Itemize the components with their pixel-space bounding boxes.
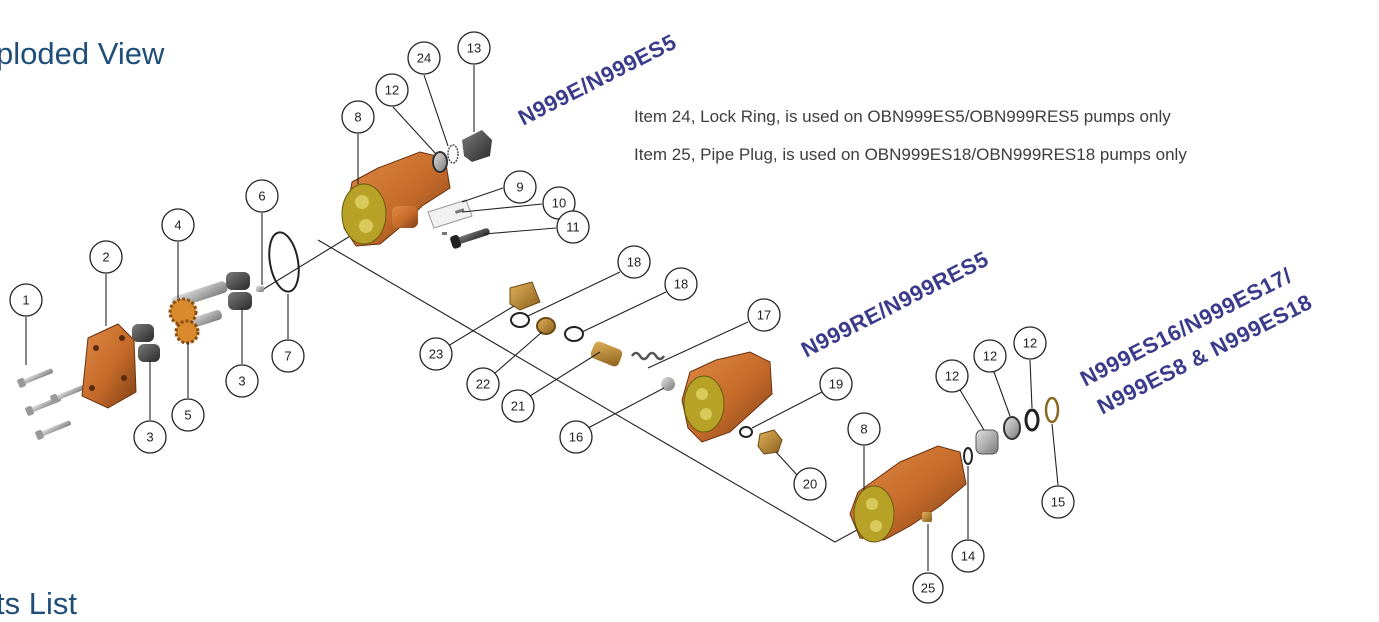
callout-25: 25 [912, 524, 944, 604]
callout-18-lower: 18 [581, 267, 698, 333]
part-housing-bottom [849, 445, 967, 543]
callout-label: 16 [569, 430, 583, 445]
callout-label: 21 [511, 399, 525, 414]
callout-label: 18 [674, 277, 688, 292]
callout-label: 17 [757, 308, 771, 323]
exploded-view-diagram: 1 2 3 3 4 5 6 7 8 9 10 1 [9, 31, 1075, 604]
callout-8-bottom: 8 [847, 412, 881, 490]
callout-label: 12 [945, 369, 959, 384]
part-seal-top [432, 130, 492, 173]
part-relief-valve [509, 281, 675, 391]
callout-label: 8 [354, 110, 361, 125]
callout-label: 22 [476, 377, 490, 392]
callout-24: 24 [407, 41, 449, 147]
callout-label: 15 [1051, 495, 1065, 510]
callout-label: 9 [516, 180, 523, 195]
callout-9: 9 [461, 170, 537, 204]
part-pin [256, 286, 264, 292]
callout-18-upper: 18 [527, 245, 651, 317]
note-lock-ring: Item 24, Lock Ring, is used on OBN999ES5… [634, 107, 1171, 126]
callout-15: 15 [1041, 423, 1075, 519]
part-end-cover [81, 323, 137, 409]
callout-1: 1 [9, 283, 43, 365]
callout-label: 6 [258, 189, 265, 204]
callout-12-right-c: 12 [1013, 326, 1047, 409]
callout-23: 23 [419, 305, 515, 371]
callout-label: 19 [829, 377, 843, 392]
note-pipe-plug: Item 25, Pipe Plug, is used on OBN999ES1… [634, 145, 1187, 164]
callout-8-top: 8 [341, 100, 375, 184]
part-seal-stack-right [963, 396, 1060, 465]
callout-13: 13 [457, 31, 491, 132]
callout-label: 8 [860, 422, 867, 437]
callout-label: 12 [385, 83, 399, 98]
part-housing-middle [681, 351, 783, 455]
callout-17: 17 [647, 298, 781, 369]
part-name-plate [427, 199, 490, 249]
callout-6: 6 [245, 179, 279, 285]
callout-7: 7 [271, 294, 305, 373]
callout-3-right: 3 [225, 308, 259, 398]
callout-2: 2 [89, 240, 123, 326]
callout-label: 10 [552, 196, 566, 211]
callout-label: 12 [1023, 336, 1037, 351]
callout-11: 11 [483, 210, 590, 244]
callout-label: 2 [102, 250, 109, 265]
callout-14: 14 [951, 466, 985, 573]
callout-label: 7 [284, 349, 291, 364]
part-bushings-right [226, 272, 252, 310]
callout-22: 22 [466, 331, 543, 401]
callout-12-right-b: 12 [973, 339, 1011, 417]
callout-label: 23 [429, 347, 443, 362]
callout-20: 20 [775, 451, 827, 501]
callout-3-left: 3 [133, 360, 167, 454]
part-o-ring [268, 231, 300, 293]
callout-label: 3 [238, 374, 245, 389]
callouts: 1 2 3 3 4 5 6 7 8 9 10 1 [9, 31, 1075, 604]
part-bushings-left [132, 324, 160, 362]
callout-12-right-a: 12 [935, 359, 985, 431]
callout-16: 16 [559, 387, 665, 454]
callout-label: 14 [961, 549, 975, 564]
callout-21: 21 [501, 351, 601, 423]
callout-4: 4 [161, 208, 195, 298]
part-bolts [17, 368, 86, 440]
section-heading-exploded-view: ploded View [0, 36, 165, 71]
callout-label: 4 [174, 218, 181, 233]
callout-10: 10 [461, 186, 576, 220]
callout-label: 24 [417, 51, 431, 66]
part-housing-top [341, 151, 451, 247]
callout-label: 20 [803, 477, 817, 492]
callout-19: 19 [751, 367, 853, 429]
callout-label: 1 [22, 293, 29, 308]
callout-label: 13 [467, 41, 481, 56]
callout-label: 18 [627, 255, 641, 270]
part-gears [168, 281, 228, 345]
callout-label: 5 [184, 408, 191, 423]
callout-label: 25 [921, 581, 935, 596]
callout-label: 12 [983, 349, 997, 364]
callout-label: 3 [146, 430, 153, 445]
callout-5: 5 [171, 342, 205, 432]
callout-label: 11 [566, 220, 580, 235]
callout-12-top: 12 [375, 73, 437, 155]
